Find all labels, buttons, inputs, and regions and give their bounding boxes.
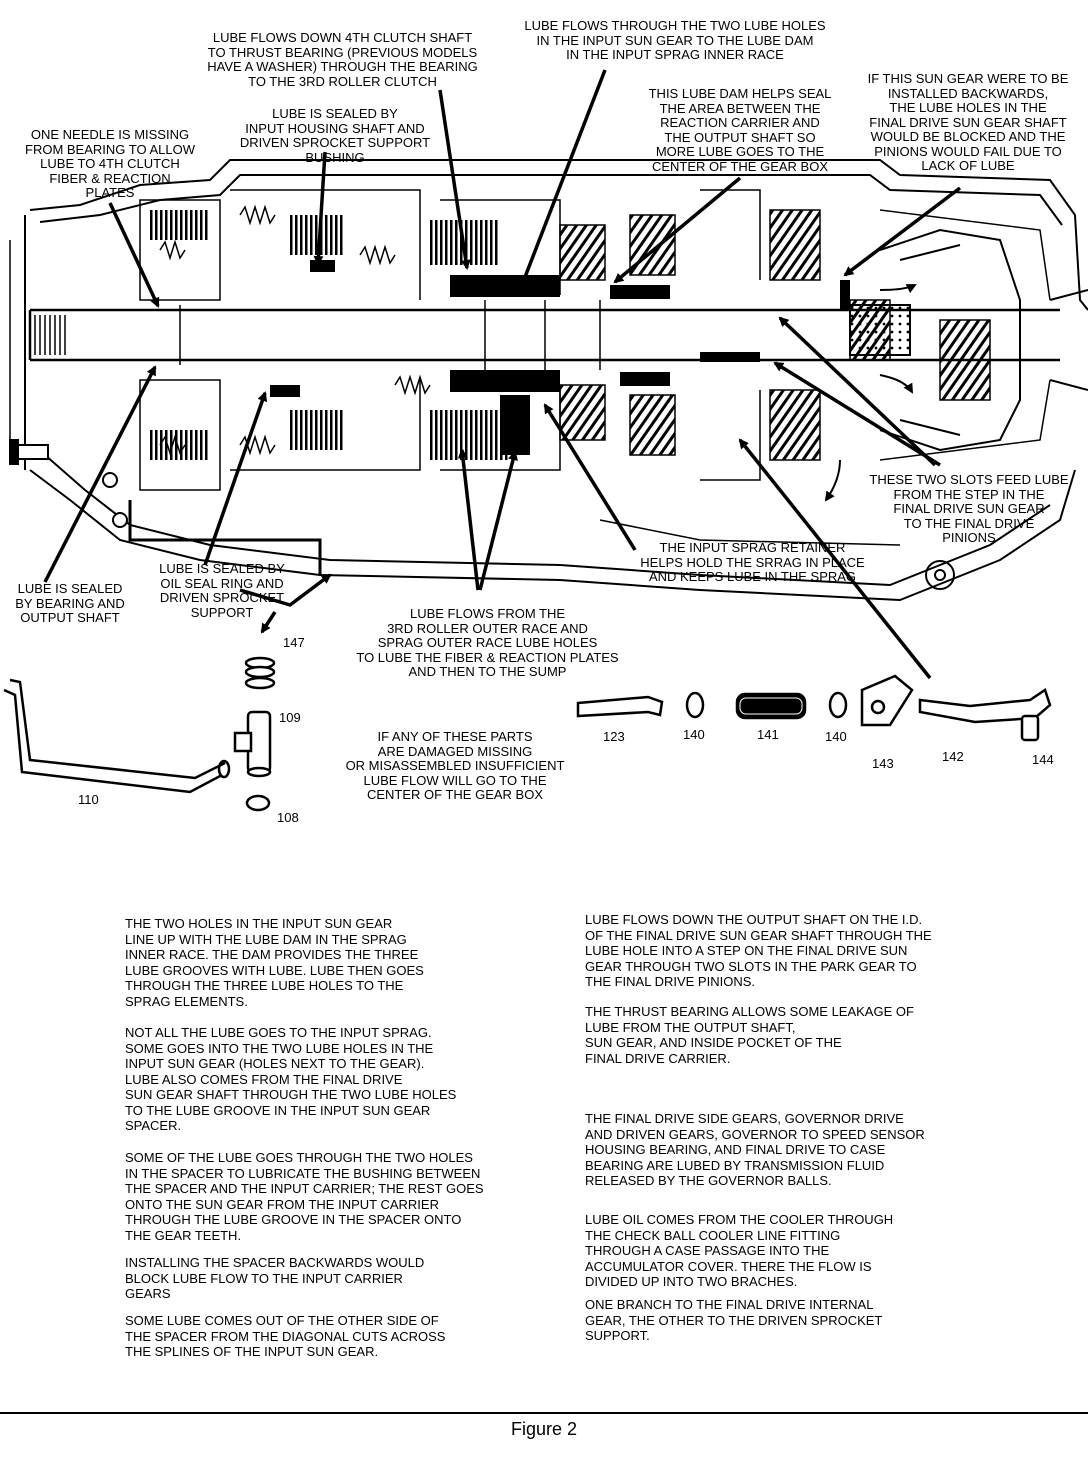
- left-paragraph-4: INSTALLING THE SPACER BACKWARDS WOULD BL…: [125, 1255, 425, 1301]
- cooler-line-parts: [576, 674, 1052, 742]
- callout-sprag-retainer: THE INPUT SPRAG RETAINER HELPS HOLD THE …: [640, 540, 865, 584]
- part-number-142: 142: [942, 749, 964, 764]
- part-108-oring: [245, 794, 271, 812]
- callout-input-sun-gear: LUBE FLOWS THROUGH THE TWO LUBE HOLES IN…: [524, 18, 826, 62]
- figure-caption: Figure 2: [510, 1419, 578, 1439]
- callout-4th-clutch-shaft: LUBE FLOWS DOWN 4TH CLUTCH SHAFT TO THRU…: [207, 30, 478, 89]
- left-paragraph-2: NOT ALL THE LUBE GOES TO THE INPUT SPRAG…: [125, 1025, 457, 1133]
- callout-two-slots-feed: THESE TWO SLOTS FEED LUBE FROM THE STEP …: [869, 472, 1069, 545]
- part-number-108: 108: [277, 810, 299, 825]
- left-paragraph-5: SOME LUBE COMES OUT OF THE OTHER SIDE OF…: [125, 1313, 446, 1359]
- part-109-tee: [233, 710, 272, 778]
- part-number-140-a: 140: [683, 727, 705, 742]
- callout-needle-missing: ONE NEEDLE IS MISSING FROM BEARING TO AL…: [25, 127, 195, 200]
- return-springs: [159, 204, 431, 456]
- right-paragraph-5: ONE BRANCH TO THE FINAL DRIVE INTERNAL G…: [585, 1297, 883, 1343]
- lube-passages: [270, 260, 850, 455]
- part-number-147: 147: [283, 635, 305, 650]
- right-paragraph-4: LUBE OIL COMES FROM THE COOLER THROUGH T…: [585, 1212, 894, 1289]
- bolts: [9, 439, 128, 528]
- right-paragraph-1: LUBE FLOWS DOWN THE OUTPUT SHAFT ON THE …: [585, 912, 932, 989]
- flow-arrows: [824, 284, 917, 502]
- planetary-gears: [559, 209, 991, 461]
- callout-3rd-roller: LUBE FLOWS FROM THE 3RD ROLLER OUTER RAC…: [356, 606, 619, 679]
- leader-lines: [43, 69, 962, 680]
- callout-sealed-bearing: LUBE IS SEALED BY BEARING AND OUTPUT SHA…: [15, 581, 125, 625]
- callout-parts-damaged: IF ANY OF THESE PARTS ARE DAMAGED MISSIN…: [345, 729, 565, 802]
- right-paragraph-3: THE FINAL DRIVE SIDE GEARS, GOVERNOR DRI…: [585, 1111, 925, 1188]
- callout-sealed-oil-seal: LUBE IS SEALED BY OIL SEAL RING AND DRIV…: [159, 561, 285, 620]
- clutch-plates: [150, 210, 510, 460]
- part-number-140-b: 140: [825, 729, 847, 744]
- part-147-fittings: [244, 656, 276, 690]
- part-number-143: 143: [872, 756, 894, 771]
- input-splines: [34, 315, 66, 355]
- part-number-123: 123: [603, 729, 625, 744]
- right-paragraph-2: THE THRUST BEARING ALLOWS SOME LEAKAGE O…: [585, 1004, 914, 1066]
- callout-sun-gear-backwards: IF THIS SUN GEAR WERE TO BE INSTALLED BA…: [867, 71, 1069, 173]
- part-number-110: 110: [78, 792, 99, 807]
- left-paragraph-3: SOME OF THE LUBE GOES THROUGH THE TWO HO…: [125, 1150, 484, 1243]
- left-paragraph-1: THE TWO HOLES IN THE INPUT SUN GEAR LINE…: [125, 916, 424, 1009]
- part-110-tube: [3, 678, 231, 794]
- callout-sealed-input-housing: LUBE IS SEALED BY INPUT HOUSING SHAFT AN…: [239, 106, 431, 165]
- part-number-144: 144: [1032, 752, 1054, 767]
- final-drive-differential: [849, 228, 1088, 452]
- part-number-109: 109: [279, 710, 301, 725]
- callout-lube-dam-seal: THIS LUBE DAM HELPS SEAL THE AREA BETWEE…: [648, 86, 832, 174]
- part-number-141: 141: [757, 727, 779, 742]
